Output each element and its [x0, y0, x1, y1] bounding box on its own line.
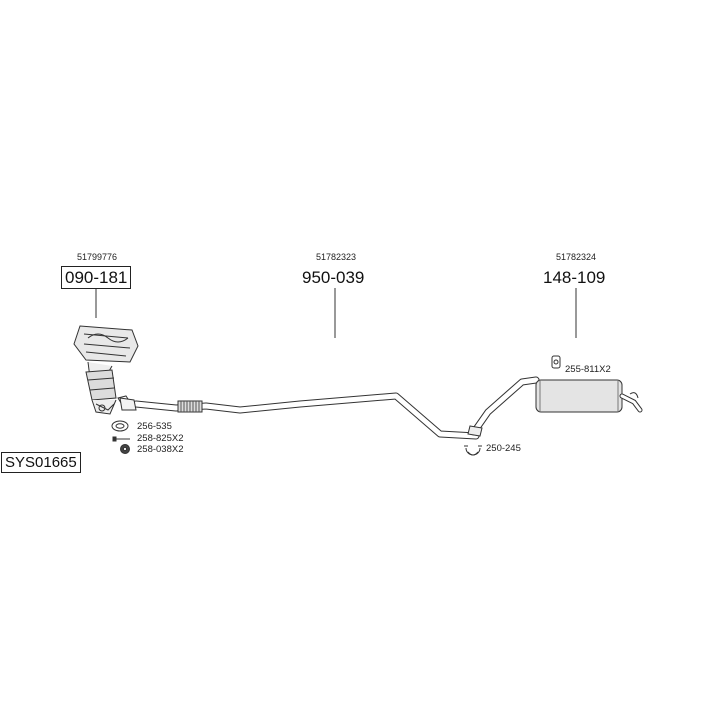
accessory-label-clamp[interactable]: 250-245	[486, 443, 521, 454]
middle-pipe-part	[119, 392, 480, 440]
accessory-label-bolt[interactable]: 258-825X2	[137, 433, 184, 444]
nut-icon	[120, 444, 130, 454]
part-number-rear-silencer[interactable]: 148-109	[543, 268, 606, 287]
part-number-middle-pipe[interactable]: 950-039	[302, 268, 365, 287]
accessory-label-mount[interactable]: 255-811X2	[565, 364, 611, 375]
oe-number-catalyst: 51799776	[77, 252, 118, 262]
accessory-label-nut[interactable]: 258-038X2	[137, 444, 184, 455]
bolt-icon	[112, 436, 130, 442]
oe-number-middle-pipe: 51782323	[316, 252, 357, 262]
gasket-ring-icon	[111, 420, 129, 432]
rear-silencer-part	[467, 376, 643, 437]
accessory-label-gasket[interactable]: 256-535	[137, 421, 172, 432]
system-code: SYS01665	[1, 452, 81, 473]
rubber-mount-icon	[551, 355, 561, 369]
part-number-catalyst[interactable]: 090-181	[61, 266, 132, 289]
oe-number-rear-silencer: 51782324	[556, 252, 597, 262]
pipe-clamp-icon	[464, 445, 482, 456]
